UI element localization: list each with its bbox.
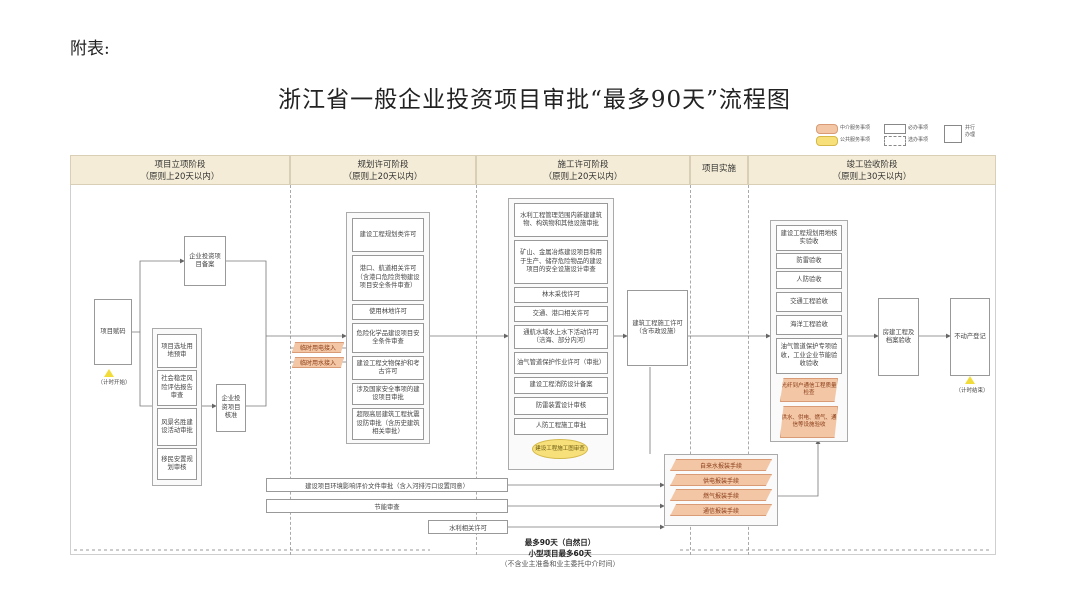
- heritage-permit-box[interactable]: 建设工程文物保护和考古许可: [352, 356, 424, 380]
- traffic-port-box[interactable]: 交通、港口相关许可: [514, 306, 608, 322]
- scenic-activity-box[interactable]: 风景名胜建设活动审批: [157, 408, 197, 446]
- telecom-connection-box[interactable]: 通信报装手续: [670, 504, 772, 516]
- stage-name: 项目实施: [701, 164, 736, 174]
- logging-permit-box[interactable]: 林木采伐许可: [514, 287, 608, 303]
- project-filing-box[interactable]: 企业投资项目备案: [184, 236, 226, 286]
- civil-defense-box[interactable]: 人防工程施工审批: [514, 418, 608, 435]
- gas-connection-box[interactable]: 燃气报装手续: [670, 489, 772, 501]
- pipeline-permit-box[interactable]: 油气管道保护作业许可（审批）: [514, 352, 608, 374]
- project-code-box[interactable]: 项目赋码: [94, 299, 132, 365]
- temp-water-box[interactable]: 临时用水接入: [292, 357, 344, 368]
- hazardous-chem-box[interactable]: 危险化学品建设项目安全条件审查: [352, 323, 424, 353]
- legend-required: 必办事项: [908, 125, 929, 131]
- project-approval-box[interactable]: 企业投资项目核准: [216, 384, 246, 432]
- drawing-review-box[interactable]: 建设工程施工图审查: [532, 439, 588, 459]
- legend-optional: 选办事项: [908, 137, 929, 143]
- stage-header-acceptance: 竣工验收阶段 （原则上30天以内）: [748, 155, 996, 185]
- stage-header-construction: 施工许可阶段 （原则上20天以内）: [476, 155, 690, 185]
- stage-divider: [476, 185, 477, 555]
- stage-limit: （原则上20天以内）: [543, 172, 623, 182]
- stage-divider: [748, 185, 749, 555]
- stage-name: 施工许可阶段: [557, 160, 609, 170]
- legend-optional-swatch: [884, 136, 906, 146]
- fire-design-box[interactable]: 建设工程消防设计备案: [514, 377, 608, 394]
- legend-public: 公共服务事项: [840, 137, 871, 143]
- land-verification-box[interactable]: 建设工程规划用地核实验收: [776, 225, 842, 251]
- water-works-box[interactable]: 水利工程管理范围内新建建筑物、构筑物和其他设施审批: [514, 203, 608, 237]
- eia-approval-box[interactable]: 建设项目环境影响评价文件审批（含入河排污口设置同意）: [266, 478, 508, 492]
- diagram-title: 浙江省一般企业投资项目审批“最多90天”流程图: [278, 87, 791, 113]
- stage-limit: （原则上20天以内）: [140, 172, 220, 182]
- fiber-inspection-box[interactable]: 光纤到户通信工程质量检查: [780, 378, 838, 402]
- marine-acceptance-box[interactable]: 海洋工程验收: [776, 315, 842, 335]
- navigable-water-box[interactable]: 通航水域水上水下活动许可（涪海、部分内河）: [514, 325, 608, 349]
- utility-acceptance-box[interactable]: 供水、供电、燃气、通信等设施验收: [780, 406, 838, 438]
- forest-land-permit-box[interactable]: 使用林地许可: [352, 304, 424, 320]
- site-selection-box[interactable]: 项目选址用地预审: [157, 334, 197, 368]
- seismic-review-box[interactable]: 超限高层建筑工程抗震设防审批（含历史建筑相关审批）: [352, 408, 424, 440]
- temp-power-box[interactable]: 临时用电接入: [292, 342, 344, 353]
- stage-name: 规划许可阶段: [357, 160, 409, 170]
- port-channel-permit-box[interactable]: 港口、航道相关许可（含港口危险货物建设项目安全条件审查）: [352, 255, 424, 301]
- civil-defense-acceptance-box[interactable]: 人防验收: [776, 271, 842, 289]
- legend-intermediary-swatch: [816, 124, 838, 134]
- mine-safety-box[interactable]: 矿山、金属冶炼建设项目和用于生产、储存危险物品的建设项目的安全设施设计审查: [514, 240, 608, 284]
- legend-parallel-swatch: [944, 125, 962, 143]
- legend-intermediary: 中介服务事项: [840, 125, 871, 131]
- legend-parallel: 并行办理: [965, 125, 976, 138]
- stage-header-planning: 规划许可阶段 （原则上20天以内）: [290, 155, 476, 185]
- lightning-acceptance-box[interactable]: 防雷验收: [776, 253, 842, 269]
- national-security-box[interactable]: 涉及国家安全事项的建设项目审批: [352, 383, 424, 405]
- traffic-acceptance-box[interactable]: 交通工程验收: [776, 292, 842, 312]
- archive-acceptance-box[interactable]: 房建工程及档案验收: [878, 298, 919, 376]
- footer-note: （不含业主准备和业主委托中介时间）: [500, 560, 620, 568]
- property-registration-box[interactable]: 不动产登记: [950, 298, 990, 376]
- timer-start-note: （计时开始）: [97, 380, 131, 386]
- water-permit-box[interactable]: 水利相关许可: [428, 520, 508, 534]
- footer-small-project: 小型项目最多60天: [528, 549, 592, 558]
- energy-review-box[interactable]: 节能审查: [266, 499, 508, 513]
- annex-label: 附表:: [70, 39, 110, 59]
- timer-end-note: （计时结束）: [955, 388, 989, 394]
- stage-limit: （原则上20天以内）: [343, 172, 423, 182]
- pipeline-energy-acceptance-box[interactable]: 油气管道保护专项验收，工业企业节能验收验收: [776, 338, 842, 374]
- timer-start-marker: [104, 369, 114, 377]
- construction-permit-box[interactable]: 建筑工程施工许可（含市政设施）: [627, 290, 688, 366]
- planning-permit-box[interactable]: 建设工程规划类许可: [352, 218, 424, 252]
- stage-limit: （原则上30天以内）: [832, 172, 912, 182]
- legend-required-swatch: [884, 124, 906, 134]
- social-risk-box[interactable]: 社会稳定风险评估报告审查: [157, 370, 197, 406]
- lightning-design-box[interactable]: 防雷装置设计审核: [514, 397, 608, 415]
- stage-divider: [290, 185, 291, 555]
- stage-divider: [690, 185, 691, 555]
- legend-public-swatch: [816, 136, 838, 146]
- stage-header-project: 项目立项阶段 （原则上20天以内）: [70, 155, 290, 185]
- stage-header-implementation: 项目实施: [690, 155, 748, 185]
- footer-max-days: 最多90天（自然日）: [524, 538, 596, 547]
- water-connection-box[interactable]: 自来水报装手续: [670, 459, 772, 471]
- timer-end-marker: [965, 376, 975, 384]
- stage-name: 竣工验收阶段: [846, 160, 898, 170]
- resettlement-box[interactable]: 移民安置规划审核: [157, 448, 197, 480]
- power-connection-box[interactable]: 供电报装手续: [670, 474, 772, 486]
- stage-name: 项目立项阶段: [154, 160, 206, 170]
